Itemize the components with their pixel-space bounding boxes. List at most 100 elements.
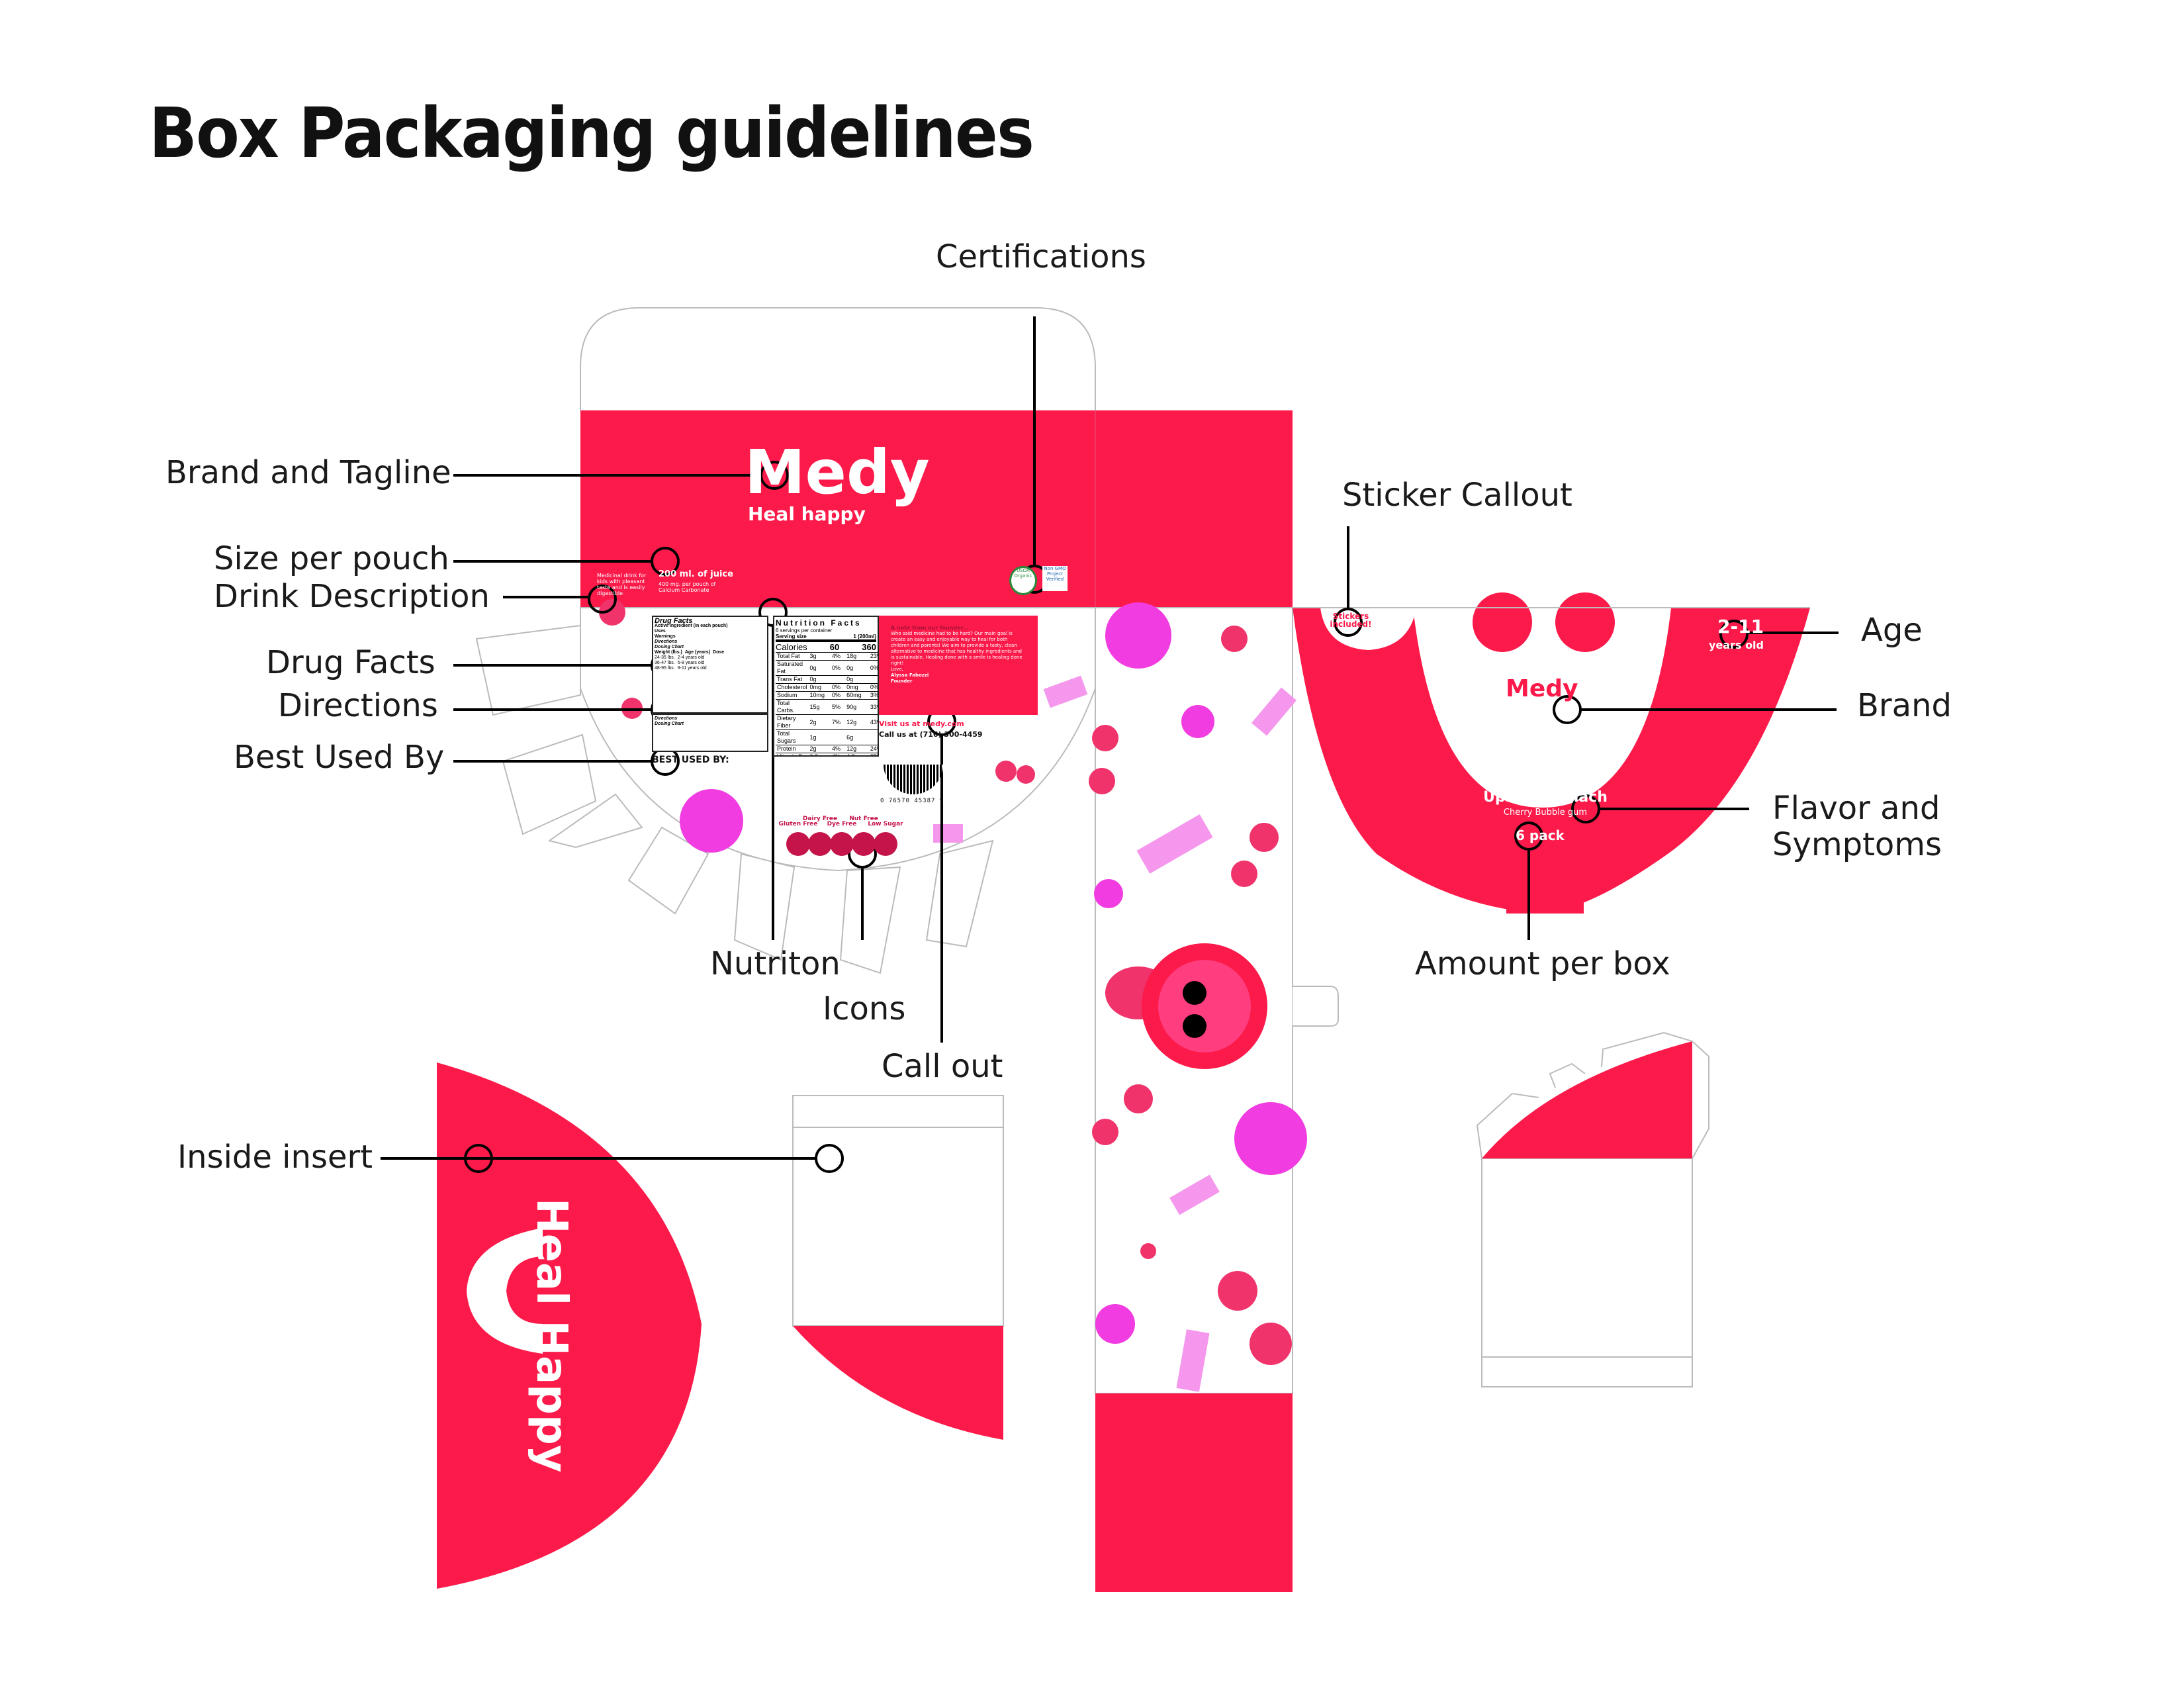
nutrition-cell: 18g [845,652,869,661]
drug-facts-uses: Uses [655,629,666,633]
nutrition-cell: 0g [845,660,869,676]
front-top-flap [580,307,1096,410]
usda-organic-icon: USDA Organic [1009,566,1037,595]
top-panel-tab [1506,841,1584,914]
dosing-cell: 36-47 lbs. [655,661,675,665]
founder-name: Alyssa Fabozzi [891,673,929,678]
callout-flavor-symptoms-1: Flavor and [1772,790,1940,827]
diet-icon-label: Low Sugar [868,821,903,827]
callout-directions: Directions [278,687,438,724]
nutrition-facts-panel: Nutrition Facts 6 servings per container… [773,616,879,757]
page-title: Box Packaging guidelines [149,93,1034,173]
callout-best-used-by: Best Used By [234,739,445,776]
callout-sticker: Sticker Callout [1342,477,1572,514]
nutrition-cell: Protein [776,745,809,753]
triceratops-mascot [1105,943,1267,1069]
nutrition-cell: 43% [868,714,878,730]
founder-role: Founder [891,679,913,684]
dosage-text: 400 mg. per pouch of Calcium Carbonate [659,581,716,593]
dye-free-icon [830,832,854,856]
nutrition-cell: 24% [868,745,878,753]
phone-number: Call us at (716) 300-4459 [879,730,983,739]
front-brand-logo: Medy [745,437,930,508]
cherry [1017,765,1035,784]
nutrition-cell: 0% [868,683,878,692]
smile-eye [1473,592,1532,652]
insert-half-circle [437,1062,702,1589]
age-range: 2-11 [1717,616,1764,637]
nutrition-cell: 6g [845,729,869,745]
bottom-piece-left [792,1095,1004,1327]
nutrition-cell: 0% [831,683,846,692]
diet-icon-label: Dairy Free [802,816,838,822]
nut-free-icon [852,832,876,856]
website-link[interactable]: Visit us at medy.com [879,720,964,728]
nutrition-cell: Total Fat [776,652,809,661]
non-gmo-icon: Non GMO Project Verified [1042,566,1068,591]
size-per-pouch: 200 ml. of juice [659,569,733,579]
dosing-cell: 9-11 years old [677,666,707,671]
bottom-piece-right [1481,1158,1693,1387]
nutrition-title: Nutrition Facts [776,618,862,628]
dosing-header: Age (years) [684,650,711,655]
smile-eye [1555,592,1615,652]
nutrition-cell: 0.8mcg [808,753,831,755]
low-sugar-icon [874,832,897,856]
nutrition-cell: 0mg [845,683,869,692]
callout-brand-tagline: Brand and Tagline [165,454,451,491]
nutrition-cell: Sodium [776,691,809,700]
barcode-number: 0 76570 45387 9 [880,798,944,804]
calories-container: 360 [862,642,876,652]
callout-drink-description: Drink Description [214,578,490,615]
nutrition-cell: 3% [868,691,878,700]
flavor: Cherry Bubble gum [1503,808,1588,818]
dosing-chart-title: Dosing Chart [655,645,684,649]
nutrition-cell: 4% [831,745,846,753]
gluten-free-icon [786,832,810,856]
nutrition-cell: Total Sugars [776,729,809,745]
nutrition-cell: 5% [831,699,846,715]
nutrition-cell: 0% [831,660,846,676]
nutrition-cell: 60mg [845,691,869,700]
diet-icon-label: Nut Free [849,816,878,822]
dosing-header: Weight (lbs.) [655,650,682,655]
nutrition-cell: Trans Fat [776,675,809,684]
founder-note-heading: A note from our founder... [891,625,969,631]
calories-label: Calories [776,642,807,652]
nutrition-cell: 0% [868,660,878,676]
drug-facts-panel: Drug Facts Active ingredient (in each po… [652,616,768,714]
nutrition-cell [868,675,878,684]
pack-amount: 6 pack [1516,827,1565,843]
age-unit: years old [1709,639,1764,651]
strip-tab [1293,986,1339,1027]
gumball [680,789,743,853]
front-tagline: Heal happy [748,503,866,525]
nutrition-cell: 33% [868,699,878,715]
diet-icon-label: Dye Free [827,821,857,827]
dosing-cell: 48-95 lbs. [655,666,675,671]
nutrition-cell: 0% [831,691,846,700]
front-red-panel [580,410,1293,608]
nutrition-cell [868,729,878,745]
nutrition-cell: 4% [831,753,846,755]
serving-size: 1 (200ml) [853,633,876,639]
bottom-piece-right-red [1482,1041,1692,1158]
callout-certifications: Certifications [936,238,1146,275]
directions-panel: Directions Dosing Chart [652,714,768,752]
nutrition-cell [831,675,846,684]
strip-pattern [1043,602,1307,1392]
dosing-cell: 2-4 years old [677,655,705,660]
cherry [599,599,625,626]
nutrition-cell: 12g [845,745,869,753]
nutrition-cell: Total Carbs. [776,699,809,715]
founder-note-body: Who said medicine had to be hard? Our ma… [891,631,1023,666]
callout-size-per-pouch: Size per pouch [214,540,449,577]
nutrition-cell: 0g [808,660,831,676]
